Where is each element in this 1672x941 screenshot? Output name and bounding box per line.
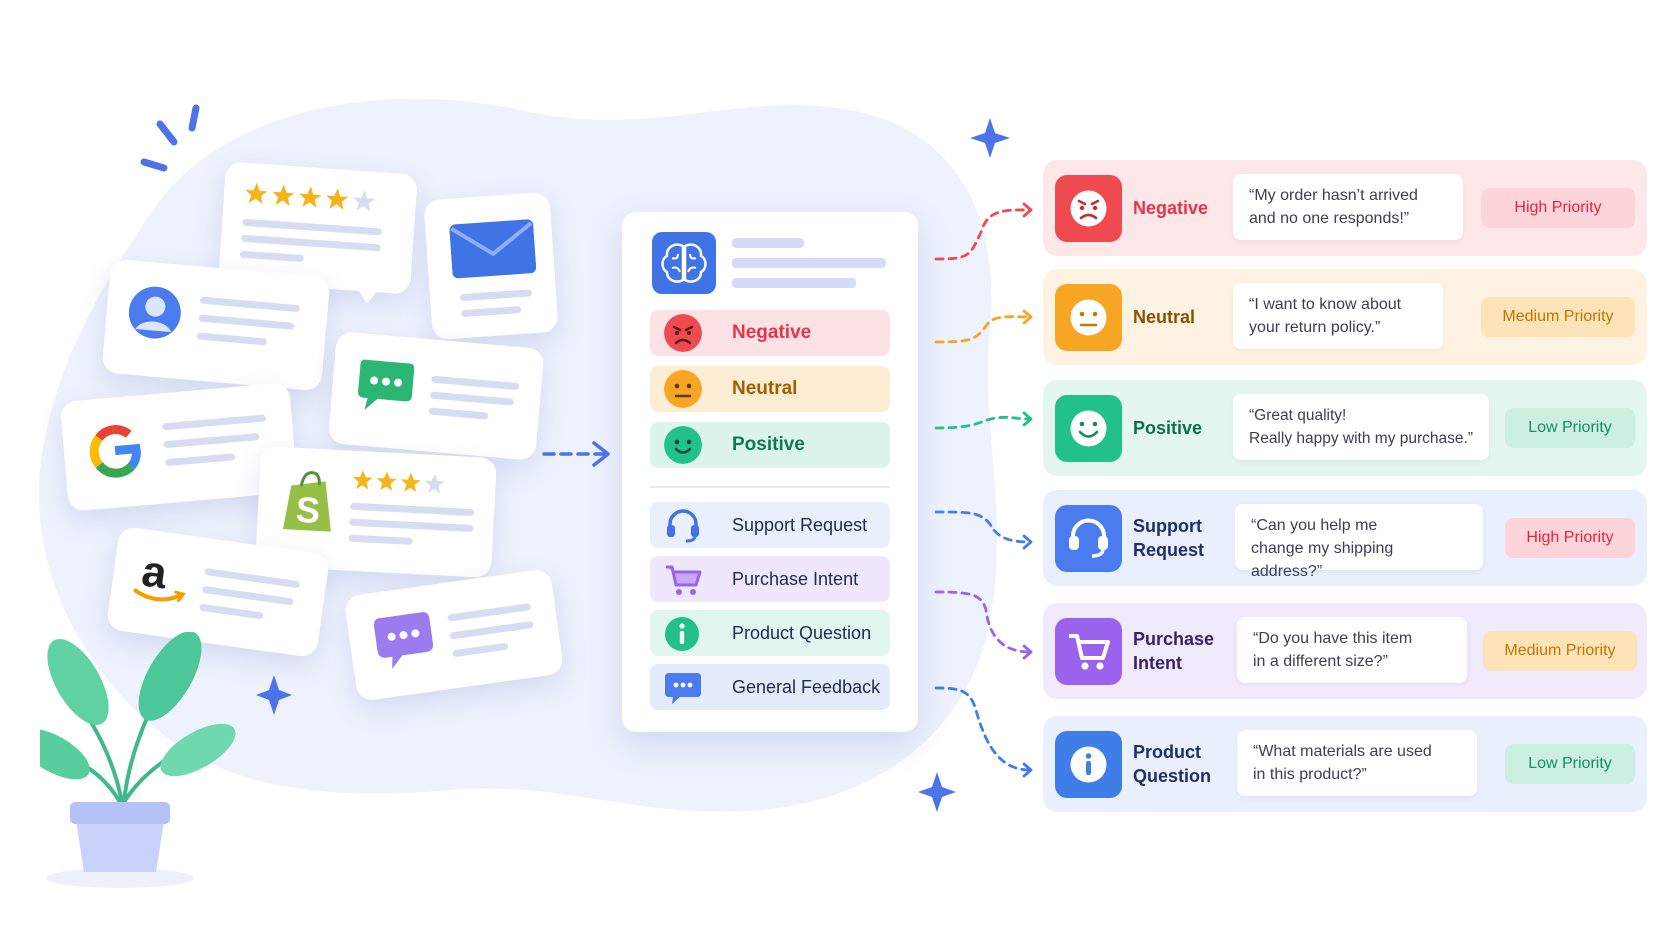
svg-text:S: S xyxy=(295,489,321,531)
category-label: Negative xyxy=(732,322,812,343)
amazon-logo-icon: a xyxy=(133,546,186,603)
result-quote: “Can you help me change my shipping addr… xyxy=(1235,504,1483,580)
result-row-product-question[interactable]: Product Question “What materials are use… xyxy=(1043,716,1647,812)
brain-icon-glyph xyxy=(661,243,707,283)
category-purchase-intent[interactable]: Purchase Intent xyxy=(650,556,890,602)
sparkle-icon xyxy=(970,118,1010,158)
message-bubble-icon xyxy=(373,612,434,669)
google-logo-icon xyxy=(89,425,141,478)
category-product-question[interactable]: Product Question xyxy=(650,610,890,656)
star-rating-icon xyxy=(245,182,376,212)
result-row-support-request[interactable]: Support Request “Can you help me change … xyxy=(1043,490,1647,586)
review-card-stars xyxy=(218,161,418,305)
priority-badge: High Priority xyxy=(1481,188,1635,228)
shopify-review-card: S xyxy=(255,445,497,579)
category-label: Support Request xyxy=(732,515,868,535)
connector-negative xyxy=(934,208,1032,261)
chat-bubble-icon xyxy=(665,673,701,704)
shopping-cart-glyph xyxy=(1069,634,1110,670)
review-card-user xyxy=(101,258,331,392)
connector-positive xyxy=(934,415,1032,430)
category-label: Product Question xyxy=(732,623,872,643)
result-quote: “I want to know about your return policy… xyxy=(1233,283,1443,349)
smiley-face-icon xyxy=(1055,395,1122,462)
smiley-face-icon xyxy=(664,426,702,464)
priority-badge: Low Priority xyxy=(1505,408,1635,448)
result-label: Negative xyxy=(1133,198,1209,218)
result-label: Neutral xyxy=(1133,307,1196,327)
category-support-request[interactable]: Support Request xyxy=(650,502,890,548)
result-label: Positive xyxy=(1133,418,1203,438)
result-quote: “What materials are used in this product… xyxy=(1237,730,1477,796)
category-general-feedback[interactable]: General Feedback xyxy=(650,664,890,710)
classifier-panel: Negative Neutral Positive xyxy=(622,212,918,732)
priority-badge: High Priority xyxy=(1505,518,1635,558)
shopping-cart-icon xyxy=(1055,618,1122,685)
priority-badge: Medium Priority xyxy=(1483,631,1637,671)
amazon-review-card: a xyxy=(105,525,331,659)
connector-support xyxy=(934,510,1032,544)
category-label: Neutral xyxy=(732,378,798,399)
result-quote: “My order hasn’t arrived and no one resp… xyxy=(1233,174,1463,240)
sparkle-icon xyxy=(256,675,292,715)
result-row-neutral[interactable]: Neutral “I want to know about your retur… xyxy=(1043,269,1647,365)
sparkle-icon xyxy=(918,772,956,812)
star-rating-icon xyxy=(352,470,445,494)
category-negative[interactable]: Negative xyxy=(650,310,890,356)
priority-badge: Low Priority xyxy=(1505,744,1635,784)
neutral-face-icon xyxy=(664,370,702,408)
result-label: Support Request xyxy=(1133,516,1205,560)
brain-icon xyxy=(652,232,716,294)
info-glyph xyxy=(1070,746,1107,783)
result-row-negative[interactable]: Negative “My order hasn’t arrived and no… xyxy=(1043,160,1647,256)
category-label: Positive xyxy=(732,434,805,455)
shopify-logo-icon: S xyxy=(282,471,331,532)
neutral-face-glyph xyxy=(1070,299,1107,336)
result-label: Product Question xyxy=(1133,742,1212,786)
connectors xyxy=(934,202,1033,778)
smiley-face-glyph xyxy=(1070,410,1107,447)
angry-face-icon xyxy=(664,314,702,352)
result-row-purchase-intent[interactable]: Purchase Intent “Do you have this item i… xyxy=(1043,603,1647,699)
angry-face-icon xyxy=(1055,175,1122,242)
priority-badge: Medium Priority xyxy=(1481,297,1635,337)
result-row-positive[interactable]: Positive “Great quality! Really happy wi… xyxy=(1043,380,1647,476)
result-quote: “Great quality! Really happy with my pur… xyxy=(1233,394,1489,460)
result-label: Purchase Intent xyxy=(1133,629,1215,673)
envelope-icon xyxy=(449,219,537,279)
angry-face-glyph xyxy=(1070,190,1107,227)
flow-arrow xyxy=(542,441,610,467)
category-label: General Feedback xyxy=(732,677,881,697)
shopping-cart-icon xyxy=(666,565,702,595)
placeholder-line xyxy=(732,278,856,288)
headset-icon xyxy=(1055,505,1122,572)
connector-question xyxy=(934,686,1032,772)
headset-icon xyxy=(667,509,699,543)
placeholder-line xyxy=(732,258,886,268)
headset-glyph xyxy=(1069,518,1108,558)
chat-card xyxy=(327,331,545,461)
google-review-card xyxy=(59,382,299,512)
category-positive[interactable]: Positive xyxy=(650,422,890,468)
chat-bubble-icon xyxy=(358,359,415,410)
message-card xyxy=(343,568,565,702)
potted-plant-icon xyxy=(40,632,236,888)
neutral-face-icon xyxy=(1055,284,1122,351)
info-icon xyxy=(1055,731,1122,798)
svg-text:a: a xyxy=(139,546,171,598)
info-icon xyxy=(665,617,699,651)
category-neutral[interactable]: Neutral xyxy=(650,366,890,412)
divider xyxy=(650,486,890,488)
result-quote: “Do you have this item in a different si… xyxy=(1237,617,1467,683)
email-card xyxy=(423,191,559,341)
connector-purchase xyxy=(934,590,1032,654)
user-avatar-icon xyxy=(128,286,181,339)
connector-neutral xyxy=(934,315,1032,344)
sparkle-burst-icon xyxy=(140,104,200,172)
placeholder-line xyxy=(732,238,804,248)
category-label: Purchase Intent xyxy=(732,569,859,589)
